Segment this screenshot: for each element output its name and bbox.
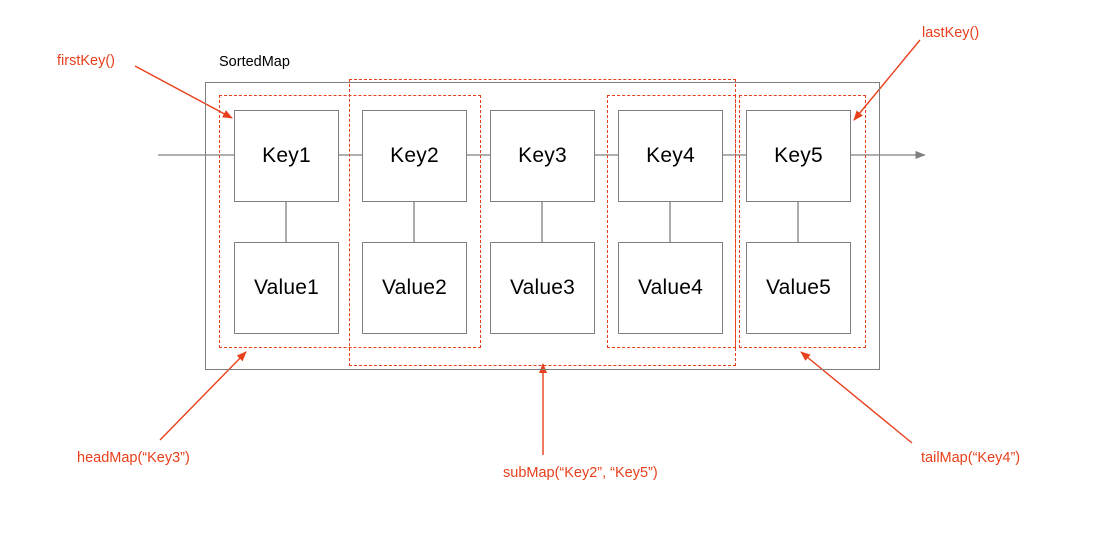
tail-map-annotation: tailMap(“Key4”) <box>921 450 1021 466</box>
key-box-2[interactable]: Key2 <box>362 110 467 202</box>
key-box-3[interactable]: Key3 <box>490 110 595 202</box>
key-box-1[interactable]: Key1 <box>234 110 339 202</box>
first-key-annotation: firstKey() <box>57 53 115 69</box>
key-box-5[interactable]: Key5 <box>746 110 851 202</box>
last-key-annotation: lastKey() <box>922 25 980 41</box>
sub-map-annotation: subMap(“Key2”, “Key5”) <box>503 465 658 481</box>
sorted-map-label: SortedMap <box>219 54 290 70</box>
tail-map-leader <box>800 351 913 444</box>
value-box-3[interactable]: Value3 <box>490 242 595 334</box>
key-value-links <box>285 200 799 242</box>
first-key-leader <box>134 65 233 119</box>
value-box-1[interactable]: Value1 <box>234 242 339 334</box>
value-box-2[interactable]: Value2 <box>362 242 467 334</box>
value-box-5[interactable]: Value5 <box>746 242 851 334</box>
key-box-4[interactable]: Key4 <box>618 110 723 202</box>
value-box-4[interactable]: Value4 <box>618 242 723 334</box>
sorted-map-container <box>205 82 880 370</box>
head-map-annotation: headMap(“Key3”) <box>77 450 190 466</box>
head-map-leader <box>159 351 247 441</box>
